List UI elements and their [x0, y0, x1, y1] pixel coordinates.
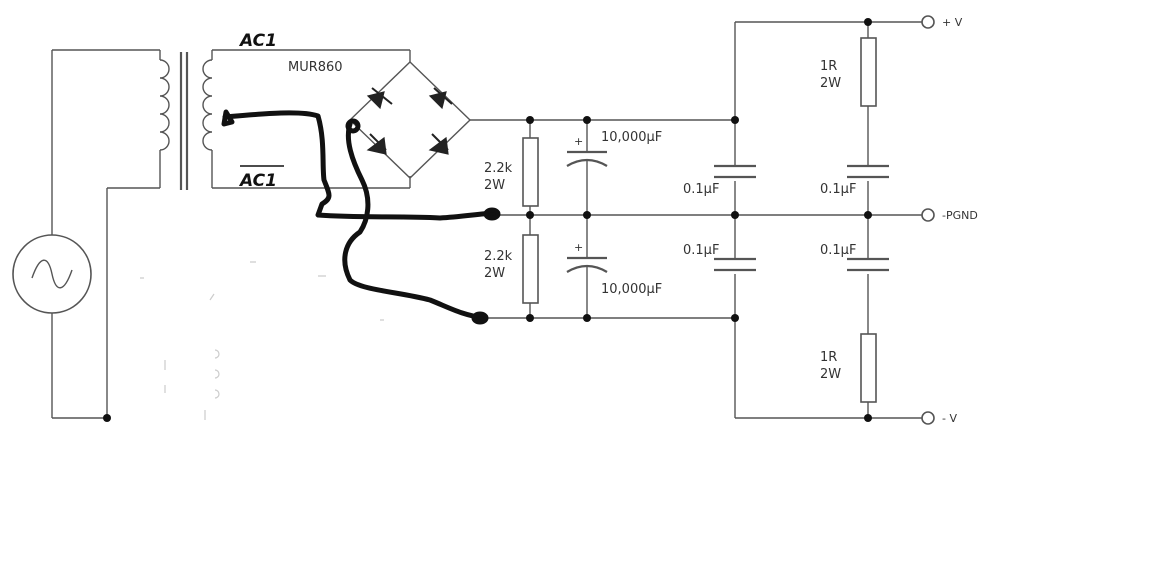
handdrawn-wire-center-tap [222, 110, 497, 221]
output-resistor-top [860, 37, 877, 107]
bridge-part-label: MUR860 [288, 60, 343, 75]
diode-3 [366, 136, 387, 155]
output-resistor-bottom-power: 2W [820, 367, 841, 382]
handdrawn-wire-negative [342, 121, 487, 321]
cap-bottom-value: 10,000µF [601, 282, 662, 297]
bridge-rectifier: MUR860 [288, 50, 735, 188]
ac1-top-label: AC1 [238, 31, 277, 51]
cap-top-value: 10,000µF [601, 130, 662, 145]
output-resistor-top-power: 2W [820, 76, 841, 91]
handdrawn-endpoint-bridge [345, 118, 361, 134]
handdrawn-wires [221, 109, 501, 325]
decoupling-cap-2-label: 0.1µF [683, 243, 719, 258]
filter-section: 2.2k 2W 2.2k 2W + 10,000µF + 10,000µF [484, 120, 662, 318]
output-resistor-bottom [860, 333, 877, 403]
decoupling-caps: 0.1µF 0.1µF 0.1µF 0.1µF [683, 164, 891, 274]
diode-4 [428, 136, 449, 155]
bleeder-resistor-bottom [522, 234, 539, 304]
output-terminals: + V -PGND - V [921, 15, 978, 425]
bleeder-top-value: 2.2k [484, 161, 513, 176]
diode-2 [428, 91, 447, 110]
ac1-bottom-label: AC1 [238, 171, 277, 191]
handdrawn-endpoint-left [221, 109, 235, 127]
handdrawn-endpoint-ground [483, 207, 501, 221]
bleeder-resistor-top [522, 137, 539, 207]
bleeder-top-power: 2W [484, 178, 505, 193]
erased-residue [140, 261, 384, 420]
junction-dots [103, 18, 872, 422]
output-resistor-top-value: 1R [820, 59, 837, 74]
sine-wave-icon [31, 259, 73, 289]
cap-top-polarity: + [574, 135, 583, 148]
ground-terminal-label: -PGND [942, 209, 978, 222]
transformer: AC1 AC1 [137, 31, 410, 191]
ground-terminal [921, 208, 935, 222]
primary-winding [159, 59, 170, 151]
output-resistors: 1R 2W 1R 2W [820, 37, 877, 403]
positive-terminal [921, 15, 935, 29]
decoupling-cap-4-label: 0.1µF [820, 243, 856, 258]
bleeder-bottom-value: 2.2k [484, 249, 513, 264]
decoupling-cap-3-label: 0.1µF [820, 182, 856, 197]
handdrawn-endpoint-negative [471, 311, 489, 325]
output-resistor-bottom-value: 1R [820, 350, 837, 365]
bleeder-bottom-power: 2W [484, 266, 505, 281]
cap-bottom-polarity: + [574, 241, 583, 254]
positive-terminal-label: + V [942, 16, 963, 29]
ac-source [12, 49, 160, 419]
negative-terminal [921, 411, 935, 425]
decoupling-cap-1-label: 0.1µF [683, 182, 719, 197]
secondary-winding [202, 59, 213, 151]
diode-1 [366, 91, 385, 110]
negative-terminal-label: - V [942, 412, 957, 425]
